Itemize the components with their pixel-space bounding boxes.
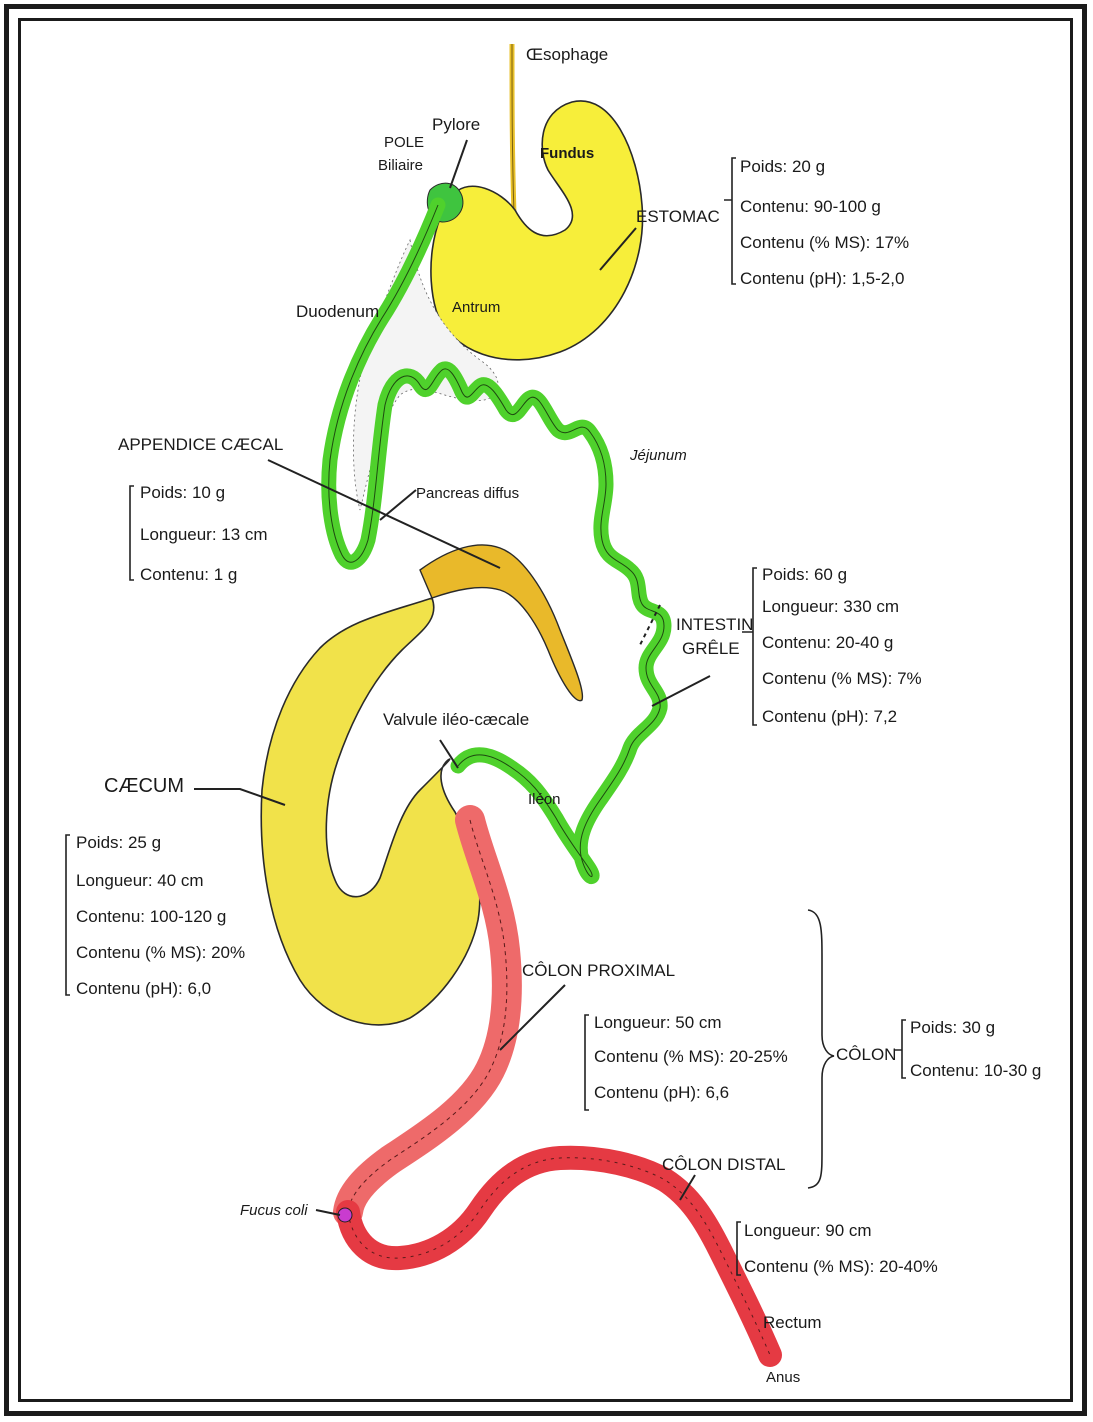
bracket-colon-proximal bbox=[585, 1015, 589, 1110]
estomac-stat: Contenu: 90-100 g bbox=[740, 197, 881, 216]
brace-colon-group bbox=[808, 910, 834, 1188]
label-ileon: Iléon bbox=[528, 791, 561, 808]
intestin-stat: Contenu: 20-40 g bbox=[762, 633, 893, 652]
caecum-stat: Contenu (pH): 6,0 bbox=[76, 979, 211, 998]
estomac-stat: Contenu (pH): 1,5-2,0 bbox=[740, 269, 904, 288]
appendice-title: APPENDICE CÆCAL bbox=[118, 435, 283, 454]
fucus-coli-marker bbox=[338, 1208, 352, 1222]
colon-proximal-title: CÔLON PROXIMAL bbox=[522, 961, 675, 980]
label-pole-1: POLE bbox=[384, 134, 424, 151]
caecum-stat: Poids: 25 g bbox=[76, 833, 161, 852]
leader-pancreas bbox=[380, 490, 416, 520]
bracket-caecum bbox=[66, 835, 70, 995]
colon-distal-stat: Contenu (% MS): 20-40% bbox=[744, 1257, 938, 1276]
caecum-stat: Contenu (% MS): 20% bbox=[76, 943, 245, 962]
leader-valvule bbox=[440, 740, 458, 768]
bracket-appendice bbox=[130, 486, 134, 580]
bracket-estomac bbox=[724, 158, 736, 284]
label-jejunum: Jéjunum bbox=[629, 447, 687, 464]
caecum bbox=[261, 598, 480, 1025]
appendice-stat: Longueur: 13 cm bbox=[140, 525, 268, 544]
intestin-stat: Poids: 60 g bbox=[762, 565, 847, 584]
bracket-colon bbox=[895, 1020, 906, 1078]
appendice-stat: Poids: 10 g bbox=[140, 483, 225, 502]
colon-distal-stat: Longueur: 90 cm bbox=[744, 1221, 872, 1240]
label-fundus: Fundus bbox=[540, 145, 594, 162]
appendice-stat: Contenu: 1 g bbox=[140, 565, 237, 584]
colon-stat: Contenu: 10-30 g bbox=[910, 1061, 1041, 1080]
colon-proximal-stat: Longueur: 50 cm bbox=[594, 1013, 722, 1032]
intestin-stat: Longueur: 330 cm bbox=[762, 597, 899, 616]
appendix bbox=[420, 545, 582, 701]
label-anus: Anus bbox=[766, 1369, 800, 1386]
bracket-intestin bbox=[742, 568, 757, 725]
colon-stat: Poids: 30 g bbox=[910, 1018, 995, 1037]
label-oesophage: Œsophage bbox=[526, 45, 608, 64]
label-rectum: Rectum bbox=[763, 1313, 822, 1332]
estomac-title: ESTOMAC bbox=[636, 207, 720, 226]
intestin-title-1: INTESTIN bbox=[676, 615, 753, 634]
colon-proximal-stat: Contenu (% MS): 20-25% bbox=[594, 1047, 788, 1066]
label-duodenum: Duodenum bbox=[296, 302, 379, 321]
caecum-stat: Longueur: 40 cm bbox=[76, 871, 204, 890]
colon-distal-title: CÔLON DISTAL bbox=[662, 1155, 785, 1174]
estomac-stat: Poids: 20 g bbox=[740, 157, 825, 176]
label-pancreas: Pancreas diffus bbox=[416, 485, 519, 502]
colon-title: CÔLON bbox=[836, 1045, 896, 1064]
intestin-stat: Contenu (% MS): 7% bbox=[762, 669, 922, 688]
caecum-stat: Contenu: 100-120 g bbox=[76, 907, 226, 926]
stomach bbox=[431, 101, 643, 360]
intestin-title-2: GRÊLE bbox=[682, 639, 740, 658]
label-pole-2: Biliaire bbox=[378, 157, 423, 174]
label-valvule: Valvule iléo-cæcale bbox=[383, 710, 529, 729]
label-pylore: Pylore bbox=[432, 115, 480, 134]
intestin-stat: Contenu (pH): 7,2 bbox=[762, 707, 897, 726]
colon-proximal-stat: Contenu (pH): 6,6 bbox=[594, 1083, 729, 1102]
caecum-title: CÆCUM bbox=[104, 775, 184, 797]
label-antrum: Antrum bbox=[452, 299, 500, 316]
leader-pylore bbox=[450, 140, 467, 188]
estomac-stat: Contenu (% MS): 17% bbox=[740, 233, 909, 252]
label-fucus-coli: Fucus coli bbox=[240, 1202, 308, 1219]
